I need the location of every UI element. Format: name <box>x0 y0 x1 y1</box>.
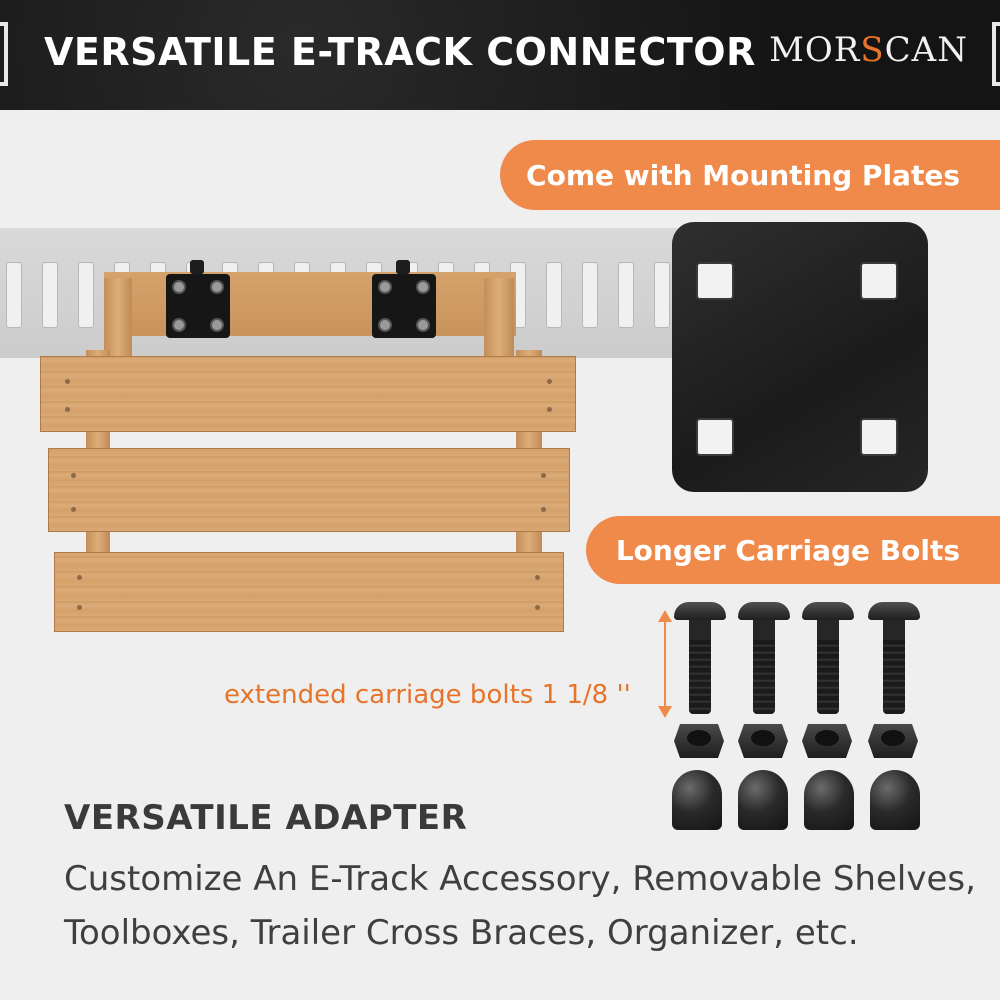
cap-nut-icon <box>804 770 854 830</box>
dimension-arrow-bottom-icon <box>658 706 672 718</box>
hex-nut-icon <box>738 724 788 758</box>
adapter-description-line: Toolboxes, Trailer Cross Braces, Organiz… <box>64 913 859 953</box>
crate-bracket-icon <box>372 260 436 338</box>
carriage-bolts-callout: Longer Carriage Bolts <box>586 516 1000 584</box>
brand-logo: MORSCAN <box>769 30 968 70</box>
rail-slot <box>546 262 562 328</box>
rail-slot <box>654 262 670 328</box>
cap-nut-icon <box>870 770 920 830</box>
brand-mid: OR <box>804 30 861 70</box>
bracket-decoration-left <box>0 22 8 86</box>
plate-hole <box>696 262 734 300</box>
mounting-plates-label: Come with Mounting Plates <box>526 158 960 192</box>
dimension-label: extended carriage bolts 1 1/8 '' <box>224 680 631 710</box>
hex-nut-icon <box>868 724 918 758</box>
crate-plank <box>40 356 576 432</box>
rail-slot <box>42 262 58 328</box>
rail-slot <box>582 262 598 328</box>
hex-nut-icon <box>802 724 852 758</box>
rail-slot <box>618 262 634 328</box>
dimension-arrow-top-icon <box>658 610 672 622</box>
rail-slot <box>78 262 94 328</box>
page-title: VERSATILE E-TRACK CONNECTOR <box>44 30 756 74</box>
crate-plank <box>54 552 564 632</box>
dimension-line <box>664 618 666 710</box>
adapter-description: Customize An E-Track Accessory, Removabl… <box>64 852 976 960</box>
mounting-plate-icon <box>672 222 928 492</box>
cap-nut-icon <box>738 770 788 830</box>
header-banner: VERSATILE E-TRACK CONNECTOR MORSCAN <box>0 0 1000 110</box>
adapter-description-line: Customize An E-Track Accessory, Removabl… <box>64 859 976 899</box>
mounting-plates-callout: Come with Mounting Plates <box>500 140 1000 210</box>
plate-hole <box>696 418 734 456</box>
crate-post <box>484 278 514 368</box>
brand-suffix: CAN <box>884 30 968 70</box>
brand-prefix: M <box>769 30 805 70</box>
plate-hole <box>860 418 898 456</box>
rail-slot <box>6 262 22 328</box>
adapter-title: VERSATILE ADAPTER <box>64 798 468 838</box>
carriage-bolts-label: Longer Carriage Bolts <box>615 533 960 567</box>
bracket-decoration-right <box>992 22 1000 86</box>
plate-hole <box>860 262 898 300</box>
hex-nut-icon <box>674 724 724 758</box>
crate-bracket-icon <box>166 260 230 338</box>
cap-nut-icon <box>672 770 722 830</box>
brand-accent: S <box>860 30 885 70</box>
crate-plank <box>48 448 570 532</box>
